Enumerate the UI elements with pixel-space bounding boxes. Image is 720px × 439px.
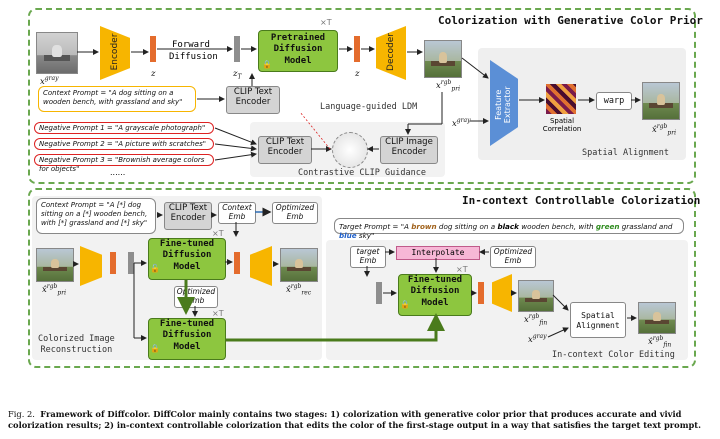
optimized-emb-box-2: Optimized Emb (174, 286, 218, 308)
z-label: z (151, 69, 156, 79)
lock-icon-2: 🔒 (150, 344, 160, 353)
clip-image-encoder: CLIP Image Encoder (380, 136, 438, 164)
latent-bar-b3 (234, 252, 240, 274)
reconstructed-image (280, 248, 318, 282)
x-fin-label: xrgbfin (524, 313, 548, 327)
lock-icon-3: 🔒 (400, 300, 410, 309)
prior-colorized-image (424, 40, 462, 78)
feature-extractor-label: Feature Extractor (494, 86, 512, 124)
editing-label: In-context Color Editing (552, 350, 675, 360)
prior-image-input (36, 248, 74, 282)
latent-bar-b1 (110, 252, 116, 274)
xhat-fin-label: x̂rgbfin (648, 335, 672, 349)
context-prompt-box: Context Prompt = "A dog sitting on a woo… (38, 86, 196, 112)
spatial-correlation-map (546, 84, 576, 114)
finetuned-diffusion-model-2: Fine-tuned Diffusion Model (148, 318, 226, 360)
latent-bar-e1 (376, 282, 382, 304)
forward-label: Forward (172, 40, 210, 50)
latent-z-bar-2 (354, 36, 360, 62)
x-gray-label-3: xgray (528, 333, 547, 345)
contrastive-circle (332, 132, 368, 168)
decoder-trapezoid-2 (250, 246, 272, 286)
diffusion-label: Diffusion (169, 52, 218, 62)
finetuned-diffusion-model-3: Fine-tuned Diffusion Model (398, 274, 472, 316)
latent-z-bar (150, 36, 156, 62)
target-prompt-box: Target Prompt = "A brown dog sitting on … (334, 218, 684, 240)
x-pri-label: xrgbpri (436, 79, 460, 93)
spatial-alignment-box: Spatial Alignment (570, 302, 626, 338)
reconstruction-label: Colorized Image Reconstruction (38, 334, 115, 355)
interpolate-box: Interpolate (396, 246, 480, 260)
context-prompt-box-2: Context Prompt = "A [*] dog sitting on a… (36, 198, 156, 234)
clip-text-encoder-3: CLIP Text Encoder (164, 202, 212, 230)
negative-prompt-2: Negative Prompt 2 = "A picture with scra… (34, 138, 214, 150)
optimized-emb-box: Optimized Emb (272, 202, 318, 224)
times-t-b3: ×T (456, 265, 468, 274)
xhat-pri-label-2: x̂rgbpri (42, 283, 66, 297)
zt-label: zT (233, 69, 242, 81)
optimized-emb-box-3: Optimized Emb (490, 246, 536, 268)
input-grayscale-image (36, 32, 78, 74)
top-section-title: Colorization with Generative Color Prior (438, 14, 703, 27)
spatial-correlation-label: Spatial Correlation (542, 117, 582, 133)
aligned-colorized-image (642, 82, 680, 120)
final-edited-image (518, 280, 554, 312)
spatial-alignment-label: Spatial Alignment (582, 148, 669, 158)
latent-bar-e2 (478, 282, 484, 304)
latent-zt-bar (234, 36, 240, 62)
warp-box: warp (596, 92, 632, 110)
decoder-trapezoid-3 (492, 274, 512, 312)
contrastive-clip-guidance-label: Contrastive CLIP Guidance (298, 168, 426, 178)
z2-label: z (355, 69, 360, 79)
pretrained-diffusion-model: Pretrained Diffusion Model (258, 30, 338, 72)
top-section (28, 8, 696, 184)
xhat-pri-label: x̂rgbpri (652, 123, 676, 137)
encoder-trapezoid-2 (80, 246, 102, 286)
bottom-section (28, 188, 696, 368)
unlock-icon-1: 🔓 (150, 264, 160, 273)
times-t-b1: ×T (212, 229, 224, 238)
final-aligned-image (638, 302, 676, 334)
target-emb-box: target Emb (350, 246, 386, 268)
times-t-top: ×T (320, 18, 332, 27)
x-gray-label-2: xgray (452, 117, 471, 129)
x-gray-label: xgray (40, 75, 59, 87)
times-t-b2: ×T (212, 309, 224, 318)
latent-bar-b2 (128, 252, 134, 274)
xhat-rec-label: x̂rgbrec (286, 283, 312, 297)
context-emb-box: Context Emb (218, 202, 256, 224)
bottom-section-title: In-context Controllable Colorization (462, 194, 701, 207)
negative-prompt-1: Negative Prompt 1 = "A grayscale photogr… (34, 122, 214, 134)
clip-text-encoder: CLIP Text Encoder (226, 86, 280, 114)
figure-caption: Fig. 2. Framework of Diffcolor. DiffColo… (8, 409, 701, 431)
finetuned-diffusion-model-1: Fine-tuned Diffusion Model (148, 238, 226, 280)
encoder-label: Encoder (110, 33, 120, 71)
language-guided-ldm-label: Language-guided LDM (320, 102, 418, 112)
clip-text-encoder-2: CLIP Text Encoder (258, 136, 312, 164)
more-prompts-dots: ...... (110, 168, 126, 177)
negative-prompt-3: Negative Prompt 3 = "Brownish average co… (34, 154, 214, 173)
lock-icon: 🔒 (262, 60, 272, 69)
decoder-label: Decoder (386, 33, 396, 71)
